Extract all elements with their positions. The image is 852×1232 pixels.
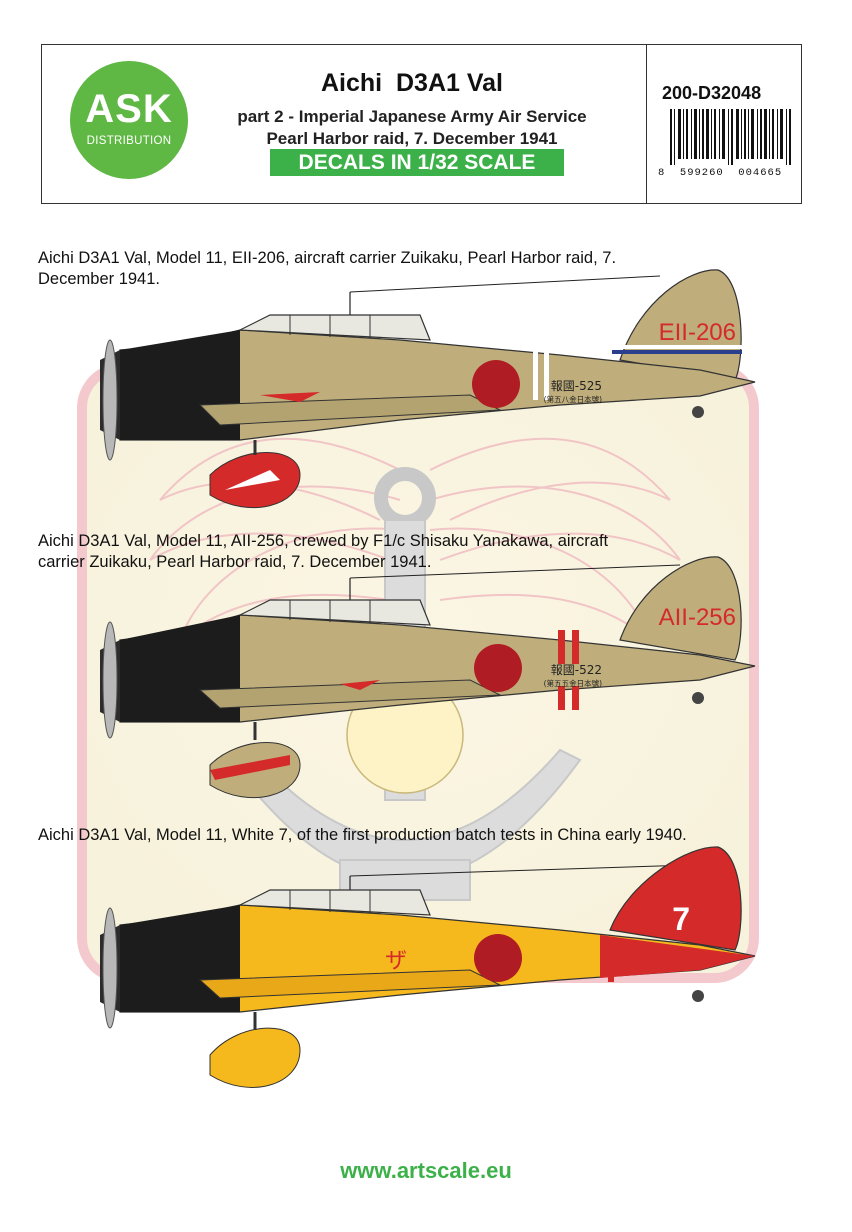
- page-title: Aichi D3A1 Val: [320, 69, 504, 97]
- fuselage-text-1: 報國-525: [551, 379, 602, 393]
- profile-caption-2: Aichi D3A1 Val, Model 11, AII-256, crewe…: [38, 532, 609, 571]
- tail-code-3: 7: [672, 901, 690, 937]
- fuselage-subtext-1: (第五八金日本號): [544, 394, 602, 404]
- barcode-digits: 8 599260 004665: [658, 167, 783, 179]
- profile-caption-1: Aichi D3A1 Val, Model 11, EII-206, aircr…: [38, 249, 617, 288]
- aircraft-profile-1: [100, 269, 756, 509]
- header-box: ASK DISTRIBUTION Aichi D3A1 Val part 2 -…: [41, 44, 802, 204]
- tail-code-1: EII-206: [659, 319, 736, 346]
- product-code: 200-D32048: [662, 83, 762, 103]
- scale-banner: DECALS IN 1/32 SCALE: [270, 149, 564, 176]
- aircraft-profile-3: [100, 846, 756, 1088]
- fuselage-text-3: ザ: [385, 949, 407, 974]
- fuselage-subtext-2: (第五五金日本號): [544, 678, 602, 688]
- tail-code-2: AII-256: [659, 604, 736, 631]
- footer-url[interactable]: www.artscale.eu: [340, 1158, 512, 1183]
- subtitle-event: Pearl Harbor raid, 7. December 1941: [266, 129, 558, 148]
- fuselage-text-2: 報國-522: [551, 663, 602, 677]
- subtitle-part: part 2 - Imperial Japanese Army Air Serv…: [237, 107, 587, 126]
- aircraft-profile-2: [100, 556, 756, 799]
- ask-distribution-logo: ASK DISTRIBUTION: [70, 61, 188, 179]
- logo-sub-text: DISTRIBUTION: [86, 135, 172, 147]
- profile-caption-3: Aichi D3A1 Val, Model 11, White 7, of th…: [38, 826, 687, 844]
- barcode-icon: [670, 109, 791, 165]
- logo-main-text: ASK: [85, 87, 173, 131]
- header-divider: [646, 45, 647, 203]
